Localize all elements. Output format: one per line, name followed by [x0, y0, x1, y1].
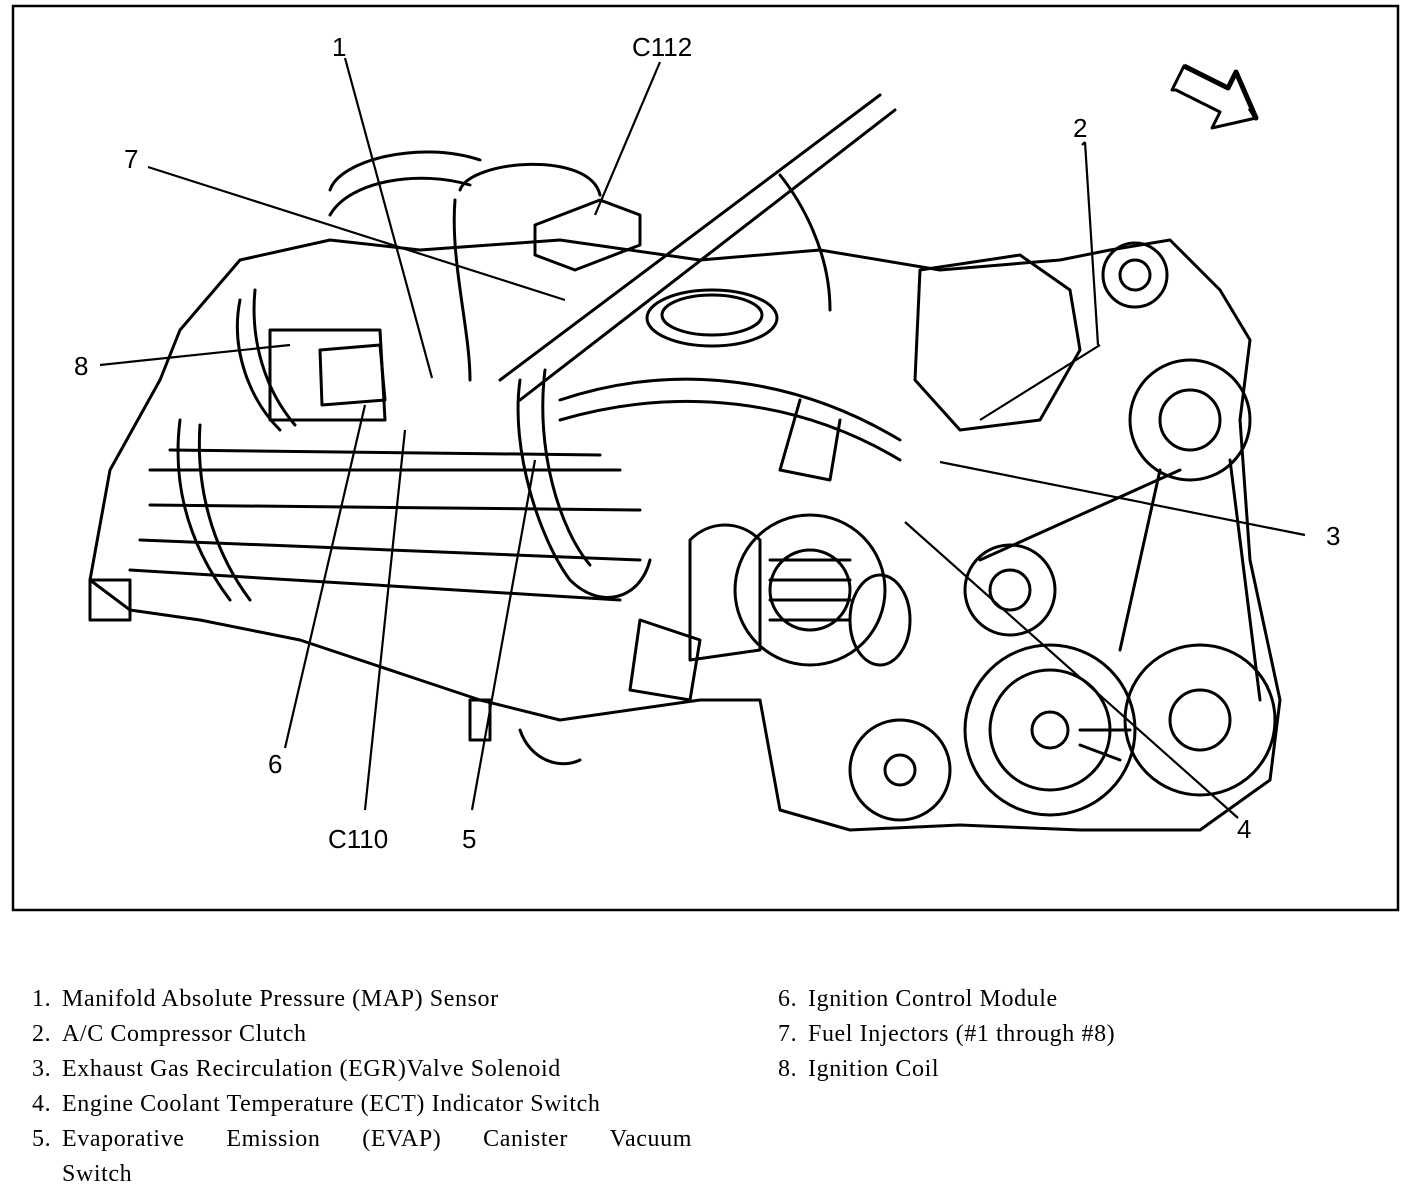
- legend-item-3: 3. Exhaust Gas Recirculation (EGR)Valve …: [32, 1052, 692, 1087]
- callout-4: 4: [1237, 814, 1251, 844]
- legend-word: Vacuum: [609, 1126, 692, 1152]
- legend-item-5: 5. Evaporative Emission (EVAP) Canister …: [32, 1122, 692, 1192]
- legend-word: Emission: [226, 1126, 321, 1152]
- diagram-frame: [11, 4, 1400, 912]
- leader-lines: [99, 57, 1306, 819]
- callout-2: 2: [1073, 113, 1087, 143]
- legend-item-8: 8. Ignition Coil: [778, 1052, 1338, 1087]
- legend-right-column: 6. Ignition Control Module 7. Fuel Injec…: [778, 982, 1338, 1087]
- legend-item-6: 6. Ignition Control Module: [778, 982, 1338, 1017]
- legend-label: Manifold Absolute Pressure (MAP) Sensor: [62, 986, 499, 1012]
- legend-item-7: 7. Fuel Injectors (#1 through #8): [778, 1017, 1338, 1052]
- legend-label: Engine Coolant Temperature (ECT) Indicat…: [62, 1091, 601, 1117]
- legend-word: Canister: [483, 1126, 568, 1152]
- legend-number: 8.: [778, 1056, 798, 1082]
- legend-label: Ignition Coil: [808, 1056, 940, 1082]
- callout-5: 5: [462, 824, 476, 854]
- legend-number: 1.: [32, 986, 52, 1012]
- legend-item-4: 4. Engine Coolant Temperature (ECT) Indi…: [32, 1087, 692, 1122]
- legend-label: A/C Compressor Clutch: [62, 1021, 307, 1047]
- callout-1: 1: [332, 32, 346, 62]
- legend-number: 2.: [32, 1021, 52, 1047]
- legend-number: 7.: [778, 1021, 798, 1047]
- legend-number: 4.: [32, 1091, 52, 1117]
- callout-c110: C110: [328, 824, 388, 854]
- callout-6: 6: [268, 749, 282, 779]
- legend-label-line-1: Evaporative Emission (EVAP) Canister Vac…: [62, 1122, 692, 1157]
- legend-label: Ignition Control Module: [808, 986, 1058, 1012]
- legend-label: Fuel Injectors (#1 through #8): [808, 1021, 1116, 1047]
- legend-label-line-2: Switch: [62, 1161, 133, 1187]
- engine-illustration: [88, 93, 1282, 832]
- legend-item-1: 1. Manifold Absolute Pressure (MAP) Sens…: [32, 982, 692, 1017]
- legend-number: 5.: [32, 1126, 52, 1152]
- legend-word: (EVAP): [362, 1126, 442, 1152]
- callout-7: 7: [124, 144, 138, 174]
- legend-label: Exhaust Gas Recirculation (EGR)Valve Sol…: [62, 1056, 561, 1082]
- legend-word: Evaporative: [62, 1126, 185, 1152]
- legend-number: 6.: [778, 986, 798, 1012]
- legend-left-column: 1. Manifold Absolute Pressure (MAP) Sens…: [32, 982, 692, 1192]
- callout-c112: C112: [632, 32, 692, 62]
- callout-8: 8: [74, 351, 88, 381]
- callout-3: 3: [1326, 521, 1340, 551]
- legend-number: 3.: [32, 1056, 52, 1082]
- front-direction-arrow: [1170, 63, 1259, 130]
- legend-item-2: 2. A/C Compressor Clutch: [32, 1017, 692, 1052]
